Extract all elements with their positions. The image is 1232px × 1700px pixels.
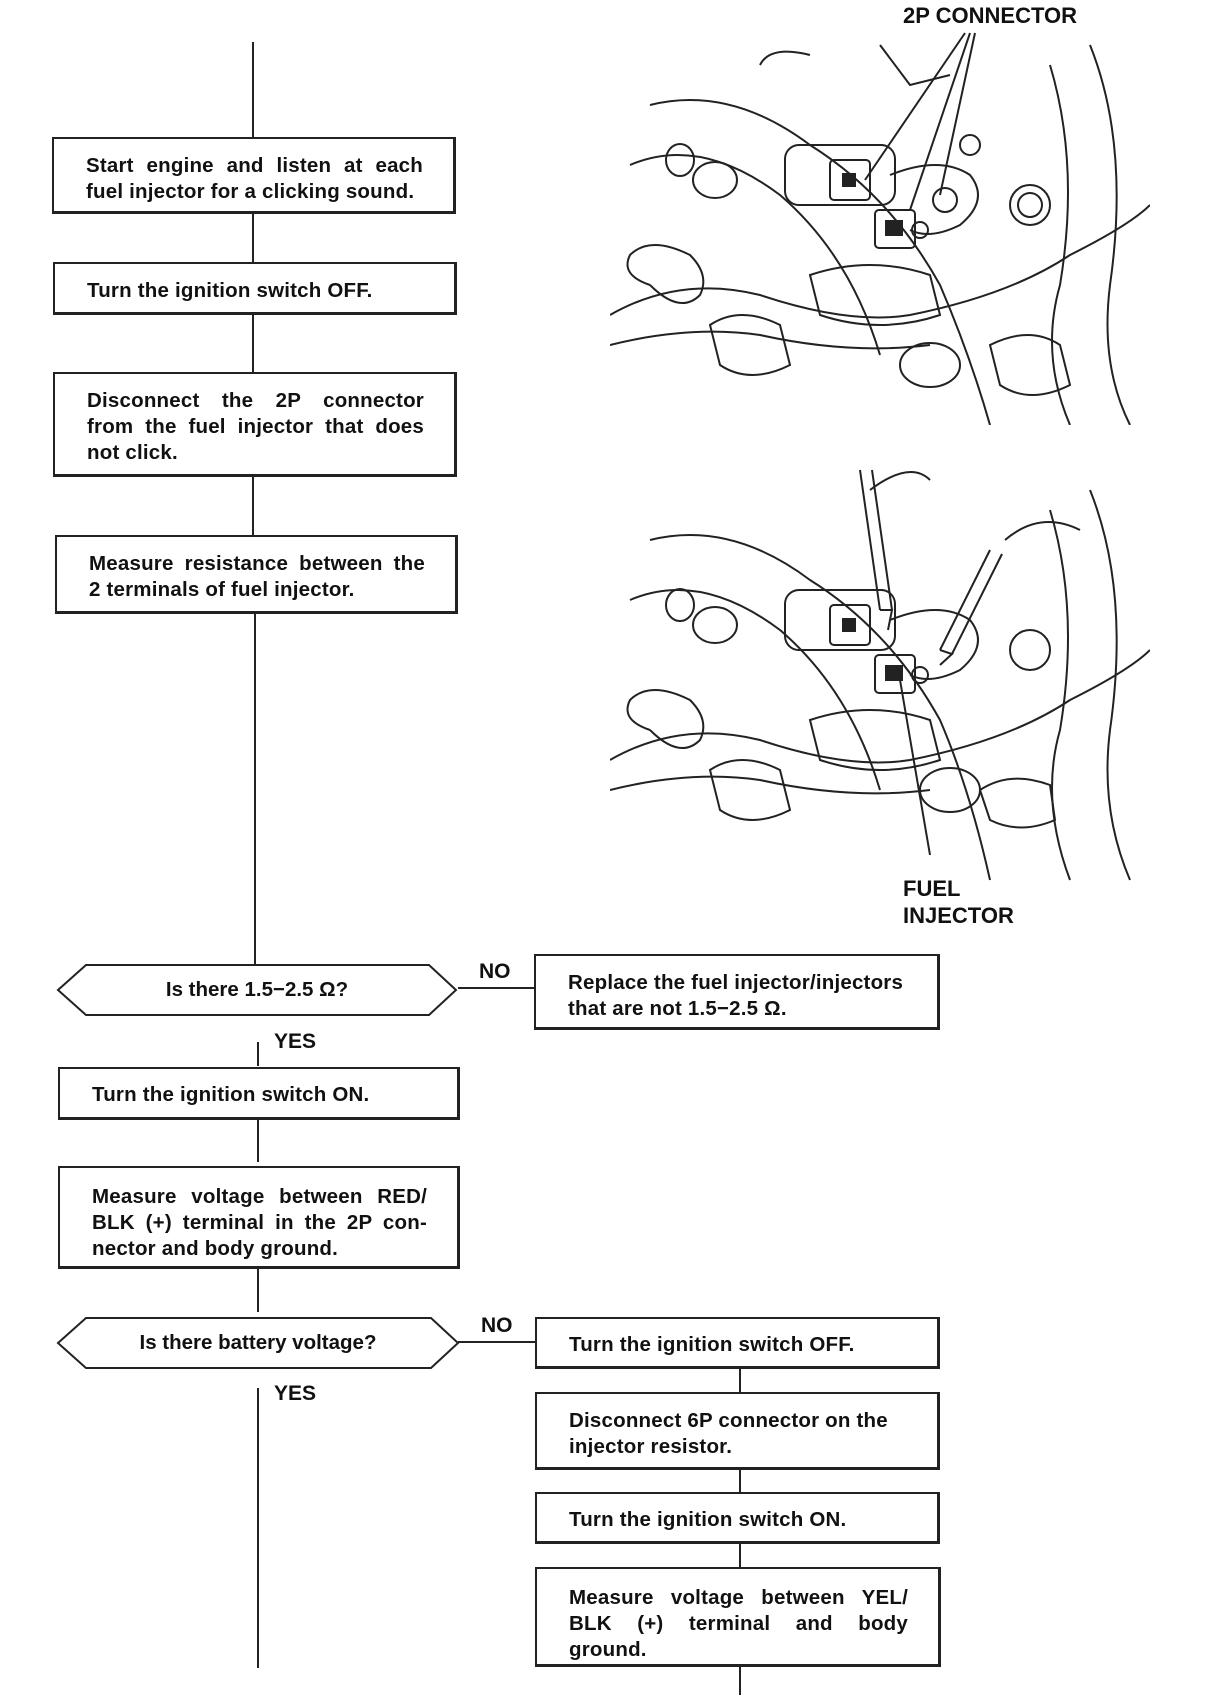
step-text: Turn the ignition switch OFF. [87,279,373,302]
engine-illustration-injector-probes [610,469,1150,881]
label-no-resistance: NO [479,960,511,983]
step-text: Measure voltage between YEL/ BLK (+) ter… [569,1586,908,1661]
label-no-battery: NO [481,1314,513,1337]
step-ignition-off-1: Turn the ignition switch OFF. [53,262,457,315]
leader-line [899,679,931,856]
step-replace-injector: Replace the fuel injector/injectors that… [534,954,940,1030]
step-start-engine-listen: Start engine and listen at each fuel inj… [52,137,456,214]
step-ignition-off-2: Turn the ignition switch OFF. [535,1317,940,1369]
step-text: Measure voltage between RED/ BLK (+) ter… [92,1185,427,1260]
decision-text: Is there 1.5−2.5 Ω? [165,978,349,1001]
callout-line: FUEL [903,876,961,901]
label-yes-resistance: YES [274,1030,317,1053]
leader-line [864,32,966,181]
step-text: Start engine and listen at each fuel inj… [86,154,423,203]
step-text: Replace the fuel injector/injectors that… [568,971,904,1020]
step-measure-voltage-yel-blk: Measure voltage between YEL/ BLK (+) ter… [535,1567,941,1667]
step-measure-resistance: Measure resistance between the 2 termina… [55,535,458,614]
callout-line: INJECTOR [903,903,1014,928]
decision-shape [56,1317,460,1369]
engine-illustration-connector [610,32,1150,425]
decision-resistance: Is there 1.5−2.5 Ω? [56,964,458,1016]
callout-fuel-injector: FUEL INJECTOR [903,875,1014,929]
step-disconnect-6p-connector: Disconnect 6P connector on the injector … [535,1392,940,1470]
step-text: Turn the ignition switch ON. [569,1508,847,1531]
step-text: Disconnect 6P connector on the injector … [569,1409,888,1458]
decision-battery-voltage: Is there battery voltage? [56,1317,460,1369]
step-text: Disconnect the 2P connector from the fue… [87,389,424,464]
step-text: Turn the ignition switch ON. [92,1083,370,1106]
step-disconnect-2p-connector: Disconnect the 2P connector from the fue… [53,372,457,477]
step-text: Turn the ignition switch OFF. [569,1333,855,1356]
decision-text: Is there battery voltage? [139,1331,377,1354]
step-text: Measure resistance between the 2 termina… [89,552,425,601]
step-ignition-on-2: Turn the ignition switch ON. [535,1492,940,1544]
step-ignition-on-1: Turn the ignition switch ON. [58,1067,460,1120]
decision-shape [56,964,458,1016]
callout-2p-connector: 2P CONNECTOR [903,3,1078,28]
step-measure-voltage-red-blk: Measure voltage between RED/ BLK (+) ter… [58,1166,460,1269]
label-yes-battery: YES [274,1382,317,1405]
